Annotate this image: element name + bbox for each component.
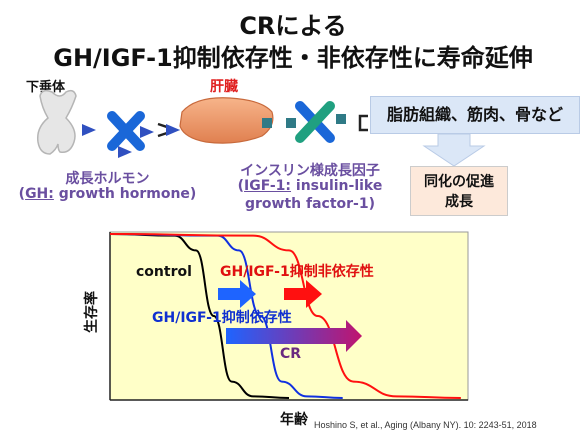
down-arrow-icon [422,133,486,167]
pathway-diagram [36,89,486,167]
gh-name: 成長ホルモン [65,171,150,187]
receptor-icon [336,114,346,124]
shift-arrow-blue-icon [218,280,256,308]
igf-abbr: IGF-1: [244,178,292,194]
block-x-icon [295,101,335,143]
pituitary-icon [36,89,77,155]
igf-paren: ( [237,178,245,194]
igf-name: インスリン様成長因子 [240,163,380,179]
igf-definition-1: (IGF-1: insulin-like [210,178,410,194]
label-dependent: GH/IGF-1抑制依存性 [152,309,292,326]
title-line1: CRによる [239,12,347,40]
gh-definition: (GH: growth hormone) [0,186,215,202]
label-control: control [136,264,192,280]
x-axis-label: 年齢 [280,411,309,428]
effect-line2: 成長 [445,194,473,210]
receptor-arrow-icon [358,114,368,132]
pituitary-label: 下垂体 [26,80,66,95]
flow-arrow-icon [82,124,96,136]
igf-definition-2: growth factor-1) [244,196,375,212]
citation: Hoshino S, et al., Aging (Albany NY). 10… [314,420,537,430]
label-cr: CR [280,346,301,362]
liver-label: 肝臓 [210,79,238,95]
target-tissue-text: 脂肪組織、筋肉、骨など [386,105,563,124]
gh-abbr: GH: [25,186,54,202]
title-line2: GH/IGF-1抑制依存性・非依存性に寿命延伸 [53,44,533,72]
flow-arrow-icon [166,124,180,136]
chart-plot-area [109,231,469,401]
liver-icon [179,97,274,144]
gh-paren: ( [18,186,26,202]
block-x-icon [107,111,145,151]
label-independent: GH/IGF-1抑制非依存性 [220,263,374,280]
cr-arrow-icon [226,320,362,352]
survival-chart: control GH/IGF-1抑制非依存性 GH/IGF-1抑制依存性 CR … [83,231,469,428]
receptor-icon [286,118,296,128]
receptor-icon [262,118,272,128]
flow-arrow-icon [140,126,154,138]
effect-line1: 同化の促進 [424,174,494,190]
gh-full: growth hormone) [53,186,197,202]
series-layer [109,233,461,399]
igf-full-1: insulin-like [291,178,383,194]
target-tissue-box: 脂肪組織、筋肉、骨など [370,96,580,134]
effect-box: 同化の促進 成長 [410,166,508,216]
shift-arrow-red-icon [284,280,322,308]
y-axis-label: 生存率 [83,291,100,333]
flow-arrow-icon [118,146,132,158]
series-line-2 [109,233,461,399]
